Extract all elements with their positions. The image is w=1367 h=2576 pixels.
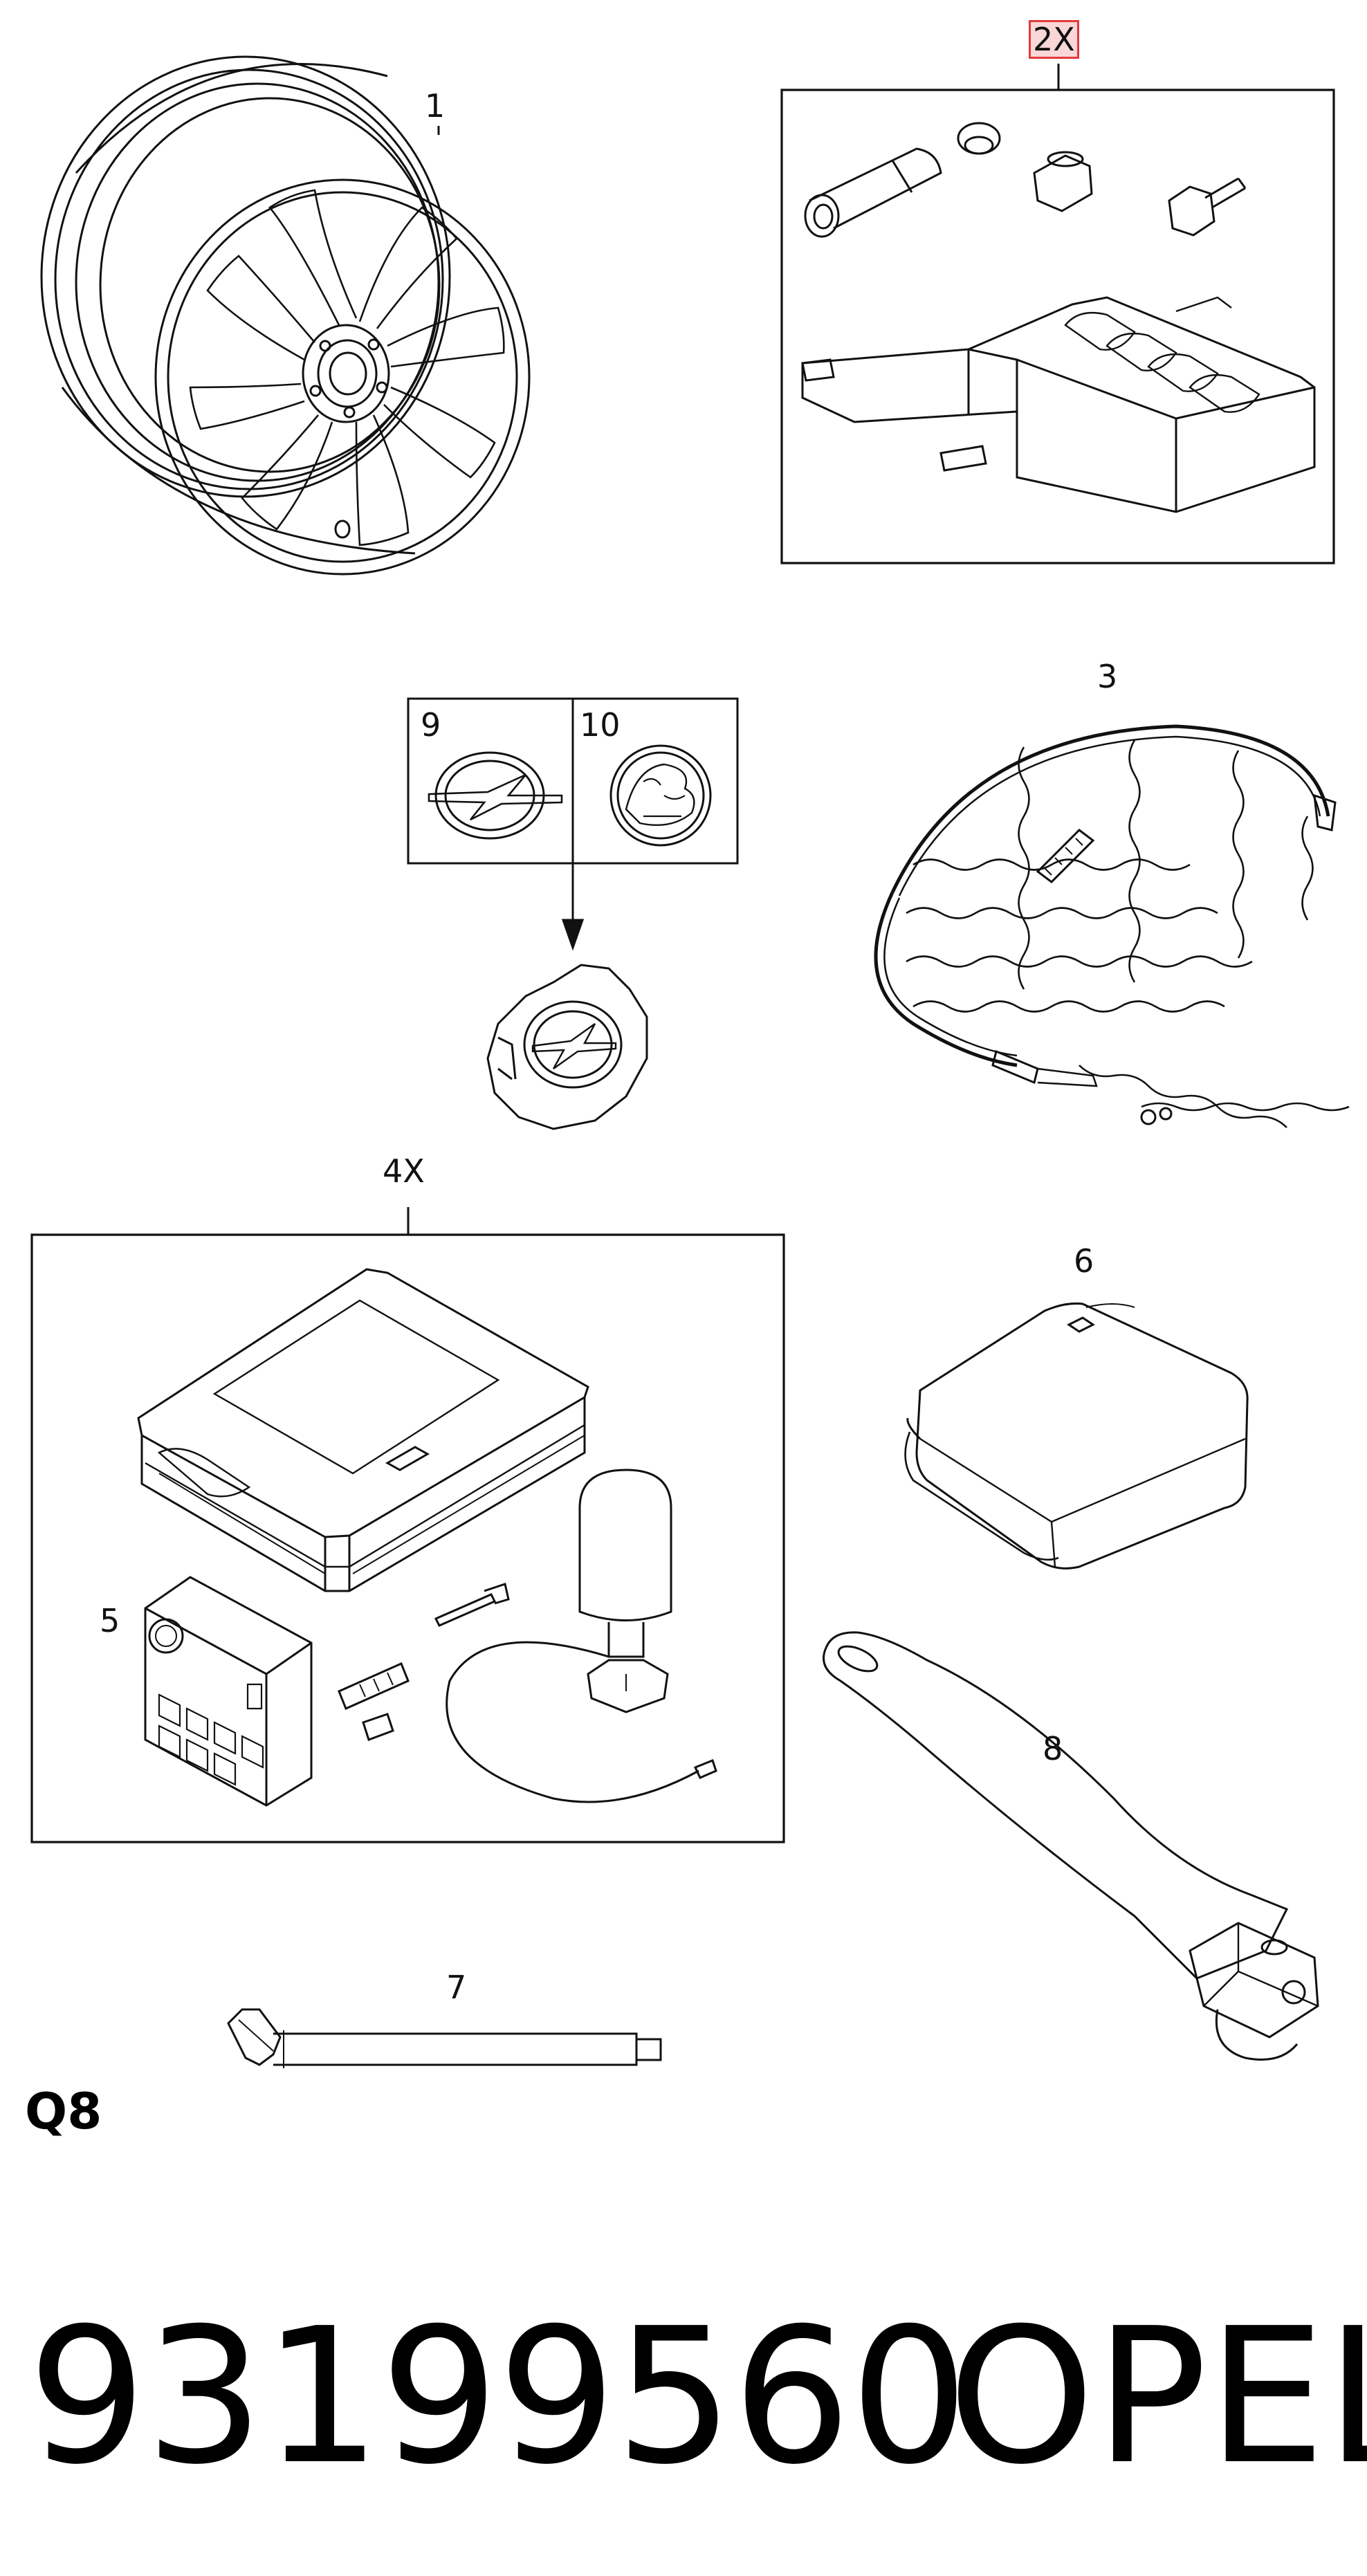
callout-label-1: 1 <box>425 87 446 125</box>
wheel-lock-kit-icon <box>782 64 1334 563</box>
callout-label-10: 10 <box>580 706 621 744</box>
callout-label-8: 8 <box>1043 1730 1063 1767</box>
leader-arrow <box>563 863 582 948</box>
part-number: 93199560 <box>28 2288 969 2505</box>
vauxhall-badge-icon <box>611 746 710 845</box>
compressor-icon <box>145 1577 311 1805</box>
callout-label-3: 3 <box>1097 658 1118 695</box>
opel-badge-icon <box>429 753 562 838</box>
brand-name: OPEL <box>948 2288 1367 2505</box>
alloy-wheel-icon <box>42 57 529 574</box>
storage-case-icon <box>138 1269 588 1591</box>
callout-label-4x: 4X <box>383 1152 425 1190</box>
callout-label-7: 7 <box>446 1969 467 2006</box>
sealant-bottle-icon <box>447 1470 716 1802</box>
storage-pouch-icon <box>906 1303 1248 1568</box>
wheel-bolt-extension-icon <box>228 2009 661 2068</box>
towing-eye-icon <box>824 1632 1319 2060</box>
callout-label-5: 5 <box>100 1602 120 1639</box>
callout-label-9: 9 <box>421 706 441 744</box>
callout-label-2x: 2X <box>1029 20 1079 59</box>
badge-callout-box <box>408 699 737 863</box>
center-cap-icon <box>488 965 647 1129</box>
valve-parts-icon <box>339 1584 508 1740</box>
tire-repair-kit-box <box>32 1207 784 1842</box>
snow-chain-icon <box>876 726 1349 1128</box>
section-code: Q8 <box>25 2082 102 2140</box>
callout-label-6: 6 <box>1074 1242 1094 1280</box>
